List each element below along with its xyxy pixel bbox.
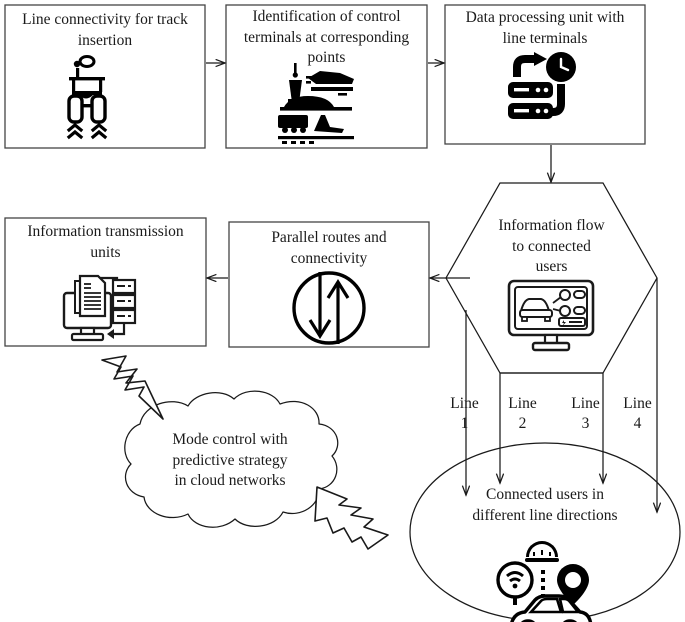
label-line-4: Line 4 (623, 395, 652, 432)
node-parallel-routes (228, 221, 430, 348)
monitor-documents-server-icon (62, 274, 137, 342)
connected-car-icon (496, 541, 593, 622)
node-data-processing (444, 4, 646, 145)
tractor-icon (66, 55, 108, 140)
bidirectional-arrows-icon (292, 271, 366, 345)
label-line-1: Line 1 (450, 395, 479, 432)
bolt-users-to-cloud (314, 486, 389, 550)
transport-terminal-icon (278, 63, 354, 144)
server-clock-icon (508, 52, 576, 119)
bolt-transmission-to-cloud (101, 355, 164, 420)
label-line-2: Line 2 (508, 395, 537, 432)
monitor-car-icon (507, 279, 595, 352)
label-line-3: Line 3 (571, 395, 600, 432)
node-track-insertion (4, 4, 206, 149)
